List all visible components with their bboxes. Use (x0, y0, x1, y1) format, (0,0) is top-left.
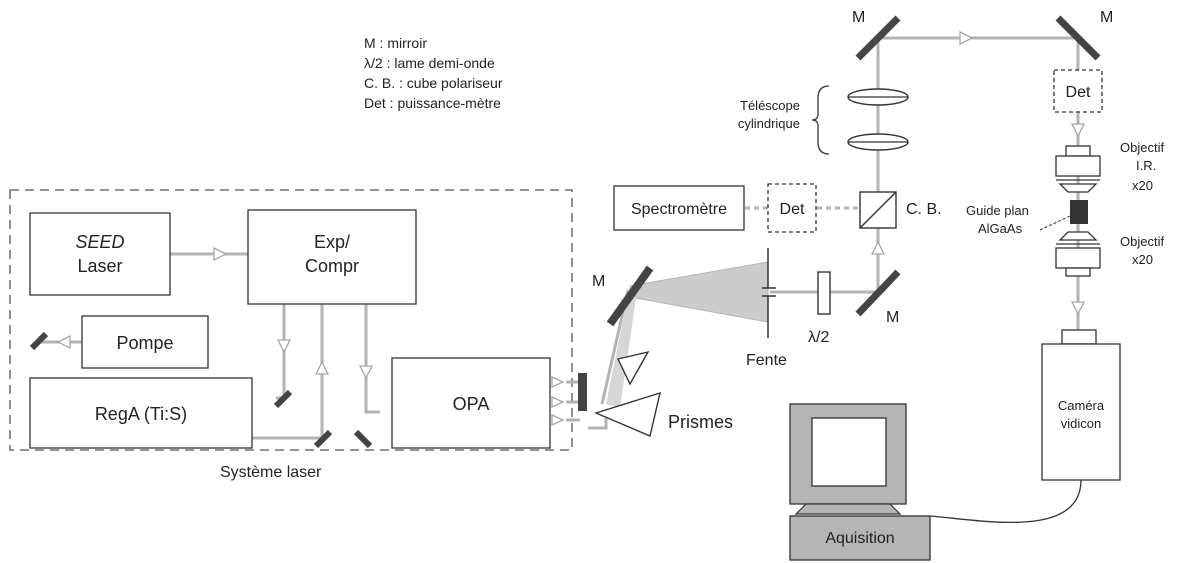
spectrometer-label: Spectromètre (631, 201, 727, 218)
half-wave-plate (817, 271, 831, 315)
guide-label-2: AlGaAs (978, 221, 1023, 236)
prism-1-icon (593, 391, 661, 437)
slit-icon (762, 248, 776, 338)
rega-box (29, 377, 253, 449)
telescope-label-2: cylindrique (738, 116, 800, 131)
legend: M : mirroir λ/2 : lame demi-onde C. B. :… (364, 35, 503, 111)
seed-label: SEED (75, 232, 124, 252)
acquisition-label: Aquisition (825, 530, 894, 547)
cb-label: C. B. (906, 201, 942, 218)
computer-monitor-icon (789, 403, 907, 505)
pump-mirror-icon (29, 331, 49, 351)
legend-item-det: Det : puissance-mètre (364, 95, 501, 111)
objective-ir-label-2: I.R. (1136, 158, 1156, 173)
mirror-label-top-right: M (1100, 9, 1113, 26)
mirror-label-lambda: M (886, 309, 899, 326)
camera-lens-mount (1061, 329, 1097, 345)
mirror-top-left-icon (855, 15, 901, 61)
mirror-lambda-icon (855, 269, 901, 317)
seed-laser-box (29, 212, 171, 296)
telescope-brace (811, 85, 830, 155)
waveguide-block (1070, 200, 1088, 224)
legend-item-lambda: λ/2 : lame demi-onde (364, 55, 495, 71)
acquisition-box (789, 515, 931, 561)
pompe-box (81, 315, 209, 369)
laser-system-label: Système laser (220, 464, 322, 481)
laser-label: Laser (77, 256, 122, 276)
det-label-spectro: Det (780, 201, 805, 218)
mirror-label-prism: M (592, 273, 605, 290)
objective-ir-label-3: x20 (1132, 178, 1153, 193)
prismes-label: Prismes (668, 412, 733, 432)
laser-system-enclosure (9, 189, 573, 451)
opa-label: OPA (453, 394, 490, 414)
fente-label: Fente (746, 352, 787, 369)
exp-label: Exp/ (314, 232, 350, 252)
det-label-right: Det (1066, 84, 1091, 101)
monitor-stand (794, 503, 902, 515)
internal-mirrors (29, 331, 373, 449)
det-box-spectro (767, 183, 817, 233)
camera-box (1041, 343, 1121, 481)
rega-out-mirror-icon (313, 429, 333, 449)
camera-cable (929, 479, 1082, 523)
beam-cone-lower (606, 286, 636, 408)
pompe-label: Pompe (116, 333, 173, 353)
mirror-top-right-icon (1055, 15, 1101, 61)
legend-item-m: M : mirroir (364, 35, 427, 51)
compr-label: Compr (305, 256, 359, 276)
guide-label-1: Guide plan (966, 203, 1029, 218)
lambda2-label: λ/2 (808, 329, 829, 346)
objective-ir-label-1: Objectif (1120, 140, 1164, 155)
objective-ir-icon (1055, 145, 1101, 193)
det-box-right (1053, 69, 1103, 113)
spectrometer-box (613, 185, 745, 231)
opa-in-mirror-icon (353, 429, 373, 449)
prism-2-icon (616, 350, 650, 386)
rega-mirror-icon (273, 389, 293, 409)
camera-label-2: vidicon (1061, 416, 1101, 431)
telescope-label-1: Téléscope (740, 98, 800, 113)
objective-icon (1055, 231, 1101, 277)
opa-box (391, 357, 551, 449)
opa-output-block (578, 373, 587, 411)
camera-label-1: Caméra (1058, 398, 1105, 413)
mirror-label-top-left: M (852, 9, 865, 26)
beam-arrows (56, 30, 1086, 427)
objective-label-1: Objectif (1120, 234, 1164, 249)
exp-compr-box (247, 209, 417, 305)
mirror-prism-icon (606, 265, 654, 327)
rega-label: RegA (Ti:S) (95, 404, 187, 424)
legend-item-cb: C. B. : cube polariseur (364, 75, 503, 91)
objective-label-2: x20 (1132, 252, 1153, 267)
